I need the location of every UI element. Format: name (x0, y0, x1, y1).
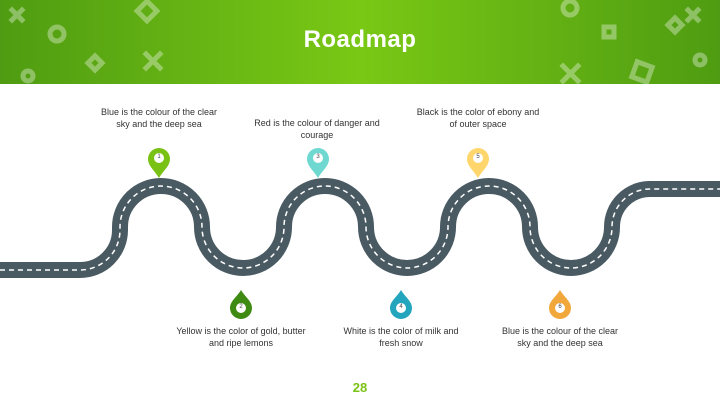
milestone-4-pin: 4 (388, 286, 414, 322)
milestone-4-number: 4 (399, 304, 403, 310)
header-banner: Roadmap (0, 0, 720, 84)
map-pin-icon (148, 148, 170, 178)
milestone-5-pin: 5 (465, 146, 491, 182)
map-drop-icon (390, 290, 412, 319)
page-number: 28 (352, 380, 368, 395)
decorative-shapes (8, 0, 708, 84)
map-pin-icon (467, 148, 489, 178)
milestone-2-text: Yellow is the color of gold, butter and … (176, 326, 306, 348)
milestone-1-text: Blue is the colour of the clear sky and … (100, 107, 218, 129)
map-drop-icon (549, 290, 571, 319)
slide-title: Roadmap (303, 26, 417, 53)
milestone-1-number: 1 (157, 154, 161, 160)
milestone-3-pin: 3 (305, 146, 331, 182)
milestone-6-text: Blue is the colour of the clear sky and … (501, 326, 619, 348)
map-drop-icon (230, 290, 252, 319)
milestone-4-text: White is the color of milk and fresh sno… (343, 326, 459, 348)
milestone-1-pin: 1 (146, 146, 172, 182)
map-pin-icon (307, 148, 329, 178)
milestone-6-number: 6 (558, 304, 562, 310)
milestone-3-text: Red is the colour of danger and courage (254, 118, 380, 140)
milestone-6-pin: 6 (547, 286, 573, 322)
milestone-5-text: Black is the color of ebony and of outer… (416, 107, 540, 129)
milestone-2-pin: 2 (228, 286, 254, 322)
milestone-5-number: 5 (476, 154, 480, 160)
milestone-3-number: 3 (316, 154, 320, 160)
milestone-2-number: 2 (239, 304, 243, 310)
